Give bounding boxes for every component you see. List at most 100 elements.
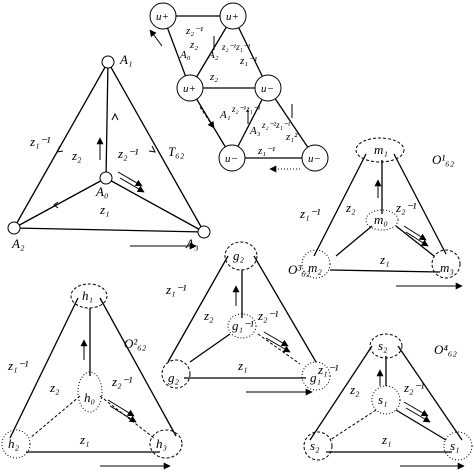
edge: [29, 395, 81, 439]
diagram-O62-3: g₂ g₁⁻¹ g₂ g₁ O³₆₂ z₁⁻¹ z₂ z₂⁻¹ z₁: [161, 241, 331, 396]
dashed-region: [149, 429, 183, 459]
edge: [397, 345, 463, 441]
arrow: [199, 106, 215, 129]
dashed-region: [303, 431, 333, 461]
edge-label: z₁⁻¹: [165, 282, 186, 297]
face-label: z₂⁻¹: [257, 308, 278, 323]
face-label: A₃: [249, 125, 261, 137]
dotted-region: [443, 431, 473, 461]
edge-label: z₁²: [285, 131, 298, 143]
face-label: z₁: [237, 358, 248, 373]
face-label: z₂⁻¹: [111, 374, 132, 389]
face-label-sup: z₂⁻²z₁⁻¹: [261, 120, 290, 130]
vertex-label: m₂: [308, 260, 322, 275]
dashed-region: [161, 359, 191, 389]
face-label: z₂: [345, 200, 356, 215]
chevron: [53, 201, 59, 209]
vertex-label: A₃: [185, 236, 198, 251]
edge: [13, 61, 109, 229]
dotted-region: [1, 429, 31, 459]
face-label: z₂: [49, 380, 60, 395]
dotted-region: [301, 249, 331, 279]
chevron: [111, 112, 119, 121]
edge: [189, 333, 231, 363]
arrow: [263, 331, 289, 347]
face-label: z₁: [381, 432, 392, 447]
dotted-region: [301, 361, 331, 391]
face-label: z₁: [99, 202, 110, 217]
edge: [393, 153, 447, 255]
edge-label: z₂: [209, 71, 218, 83]
edge-label: z₂: [189, 39, 198, 51]
edge: [395, 225, 435, 257]
arrow: [403, 225, 427, 241]
dashed-region: [70, 283, 108, 309]
edge: [189, 15, 234, 89]
vertex-label: g₂: [233, 248, 245, 263]
vertex-label: A₀: [95, 184, 108, 199]
face-label-sup: z₂⁻¹z₁⁻¹: [231, 104, 260, 114]
node-u-plus: [219, 2, 247, 30]
vertex-label: h₂: [8, 436, 20, 451]
face-label: z₁: [379, 252, 390, 267]
edge: [9, 297, 79, 439]
node-label: u+: [183, 83, 196, 95]
arrow: [403, 401, 429, 417]
dotted-region: [227, 313, 257, 339]
node-label: u+: [226, 11, 239, 23]
dashed-region: [224, 241, 258, 271]
face-label: z₂⁻¹: [395, 200, 416, 215]
face-label: z₂: [71, 148, 82, 163]
edge: [99, 297, 177, 437]
node-u-minus: [301, 144, 329, 172]
diagram-name: T₆₂: [168, 144, 185, 159]
vertex-label: g₁⁻¹: [232, 318, 254, 333]
arrow: [405, 407, 431, 423]
face-label: z₂⁻¹: [403, 380, 424, 395]
vertex-label: h₃: [156, 436, 167, 451]
vertex-label: h₀: [84, 390, 95, 405]
node-u-minus: [254, 74, 282, 102]
face-label: A₁: [219, 109, 231, 121]
diagram-O62-2: h₁ h₀ h₂ h₃ O²₆₂ z₁⁻¹ z₂ z₂⁻¹ z₁: [1, 283, 183, 470]
edge: [167, 255, 229, 363]
vertex: [197, 225, 211, 239]
face-label: A₀: [179, 49, 191, 61]
edge: [267, 87, 316, 159]
arrow: [109, 405, 137, 423]
vertex: [101, 55, 115, 69]
dashed-region: [431, 249, 461, 279]
edge: [253, 255, 317, 363]
chevron: [148, 145, 156, 153]
arrow: [265, 337, 291, 353]
vertex-label: h₁: [82, 288, 93, 303]
edge: [257, 333, 301, 365]
edge: [329, 409, 377, 441]
edge-label: z₁⁻¹: [29, 134, 50, 149]
face-label: z₂: [349, 382, 360, 397]
vertex-label: A₁: [119, 52, 132, 67]
face-label: z₁: [79, 432, 90, 447]
vertex-label: g₁: [310, 370, 321, 385]
node-label: u−: [308, 153, 321, 165]
edge-label: z₁⁻¹: [239, 55, 257, 67]
node-label: u+: [156, 11, 169, 23]
face-label: A₂: [207, 49, 219, 61]
edge: [395, 409, 447, 441]
arrow: [405, 231, 429, 247]
face-label: z₂: [203, 308, 214, 323]
node-u-plus: [176, 74, 204, 102]
arrow: [117, 171, 143, 187]
vertex-label: A₂: [11, 236, 25, 251]
vertex-label: m₃: [440, 260, 454, 275]
face-label-sup: z₂⁻¹z₁⁻¹: [221, 42, 250, 52]
edge: [99, 395, 155, 439]
node-u-minus: [218, 144, 246, 172]
top-complex: u+ u+ u+ u− u− u− z₂⁻¹ z₂ A₀ A₂ z₂⁻¹z₁⁻¹…: [149, 2, 329, 173]
edge: [313, 153, 367, 257]
dashed-region: [369, 333, 403, 359]
arrow: [149, 29, 163, 47]
edge: [309, 345, 373, 441]
arrow: [119, 177, 145, 193]
